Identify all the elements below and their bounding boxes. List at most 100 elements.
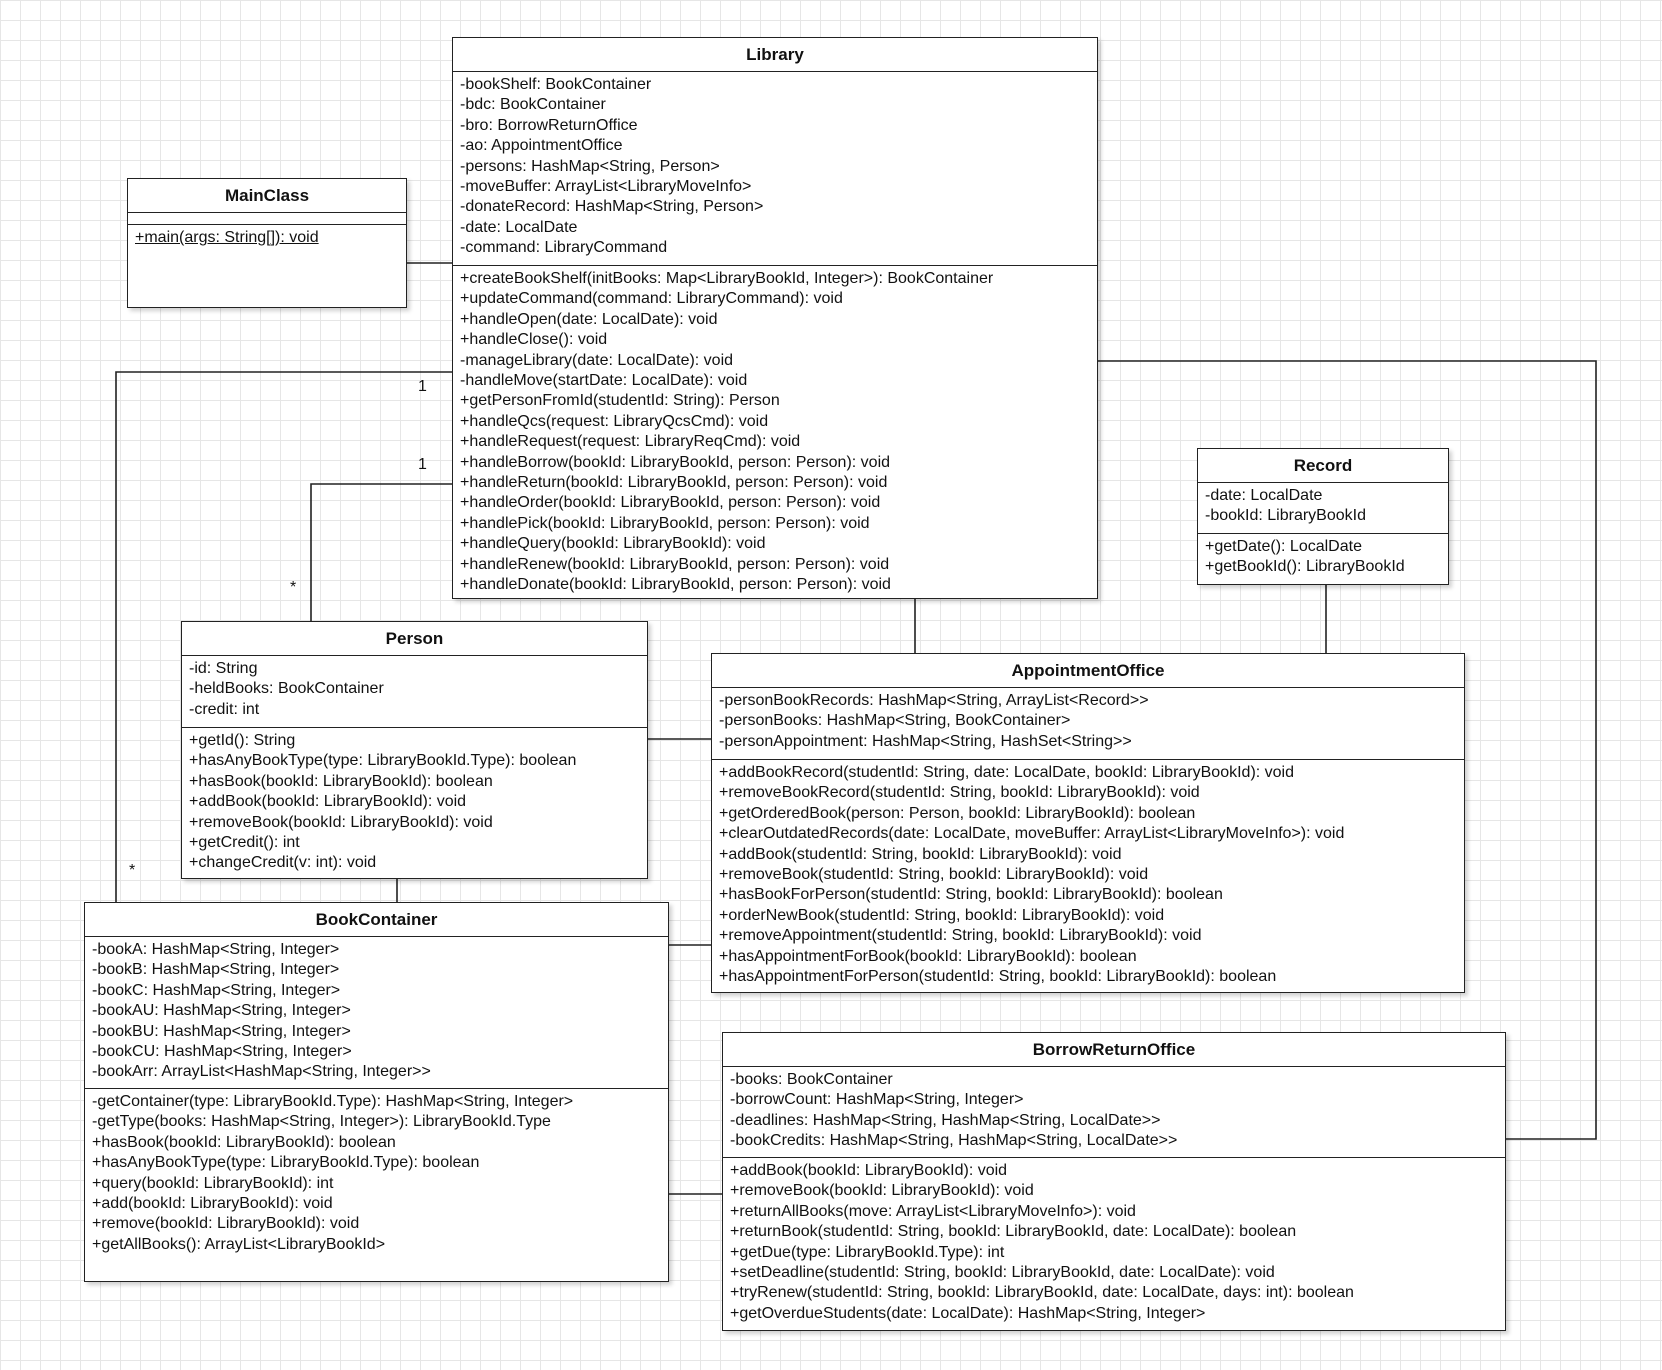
method-row: +addBook(bookId: LibraryBookId): void — [730, 1162, 1008, 1179]
method-row: +hasBook(bookId: LibraryBookId): boolean — [92, 1133, 396, 1151]
attribute-list: -bookA: HashMap<String, Integer> -bookB: … — [85, 937, 668, 1089]
attribute-row: -personAppointment: HashMap<String, Hash… — [719, 732, 1132, 750]
method-row: +main(args: String[]): void — [135, 229, 319, 246]
attribute-row: -books: BookContainer — [730, 1071, 893, 1088]
method-row: +returnAllBooks(move: ArrayList<LibraryM… — [730, 1202, 1136, 1220]
method-row: +handleQuery(bookId: LibraryBookId): voi… — [460, 535, 766, 553]
method-row: +hasAppointmentForBook(bookId: LibraryBo… — [719, 947, 1137, 965]
attribute-row: -moveBuffer: ArrayList<LibraryMoveInfo> — [460, 178, 752, 196]
attribute-row: -bookC: HashMap<String, Integer> — [92, 981, 341, 999]
attribute-row: -credit: int — [189, 700, 260, 718]
method-row: +hasBookForPerson(studentId: String, boo… — [719, 886, 1223, 904]
method-row: +add(bookId: LibraryBookId): void — [92, 1195, 333, 1213]
method-row: +handlePick(bookId: LibraryBookId, perso… — [460, 514, 870, 532]
method-list: +addBookRecord(studentId: String, date: … — [712, 760, 1464, 990]
attribute-row: -bookCU: HashMap<String, Integer> — [92, 1043, 352, 1061]
method-row: +orderNewBook(studentId: String, bookId:… — [719, 906, 1165, 924]
attribute-list: -date: LocalDate -bookId: LibraryBookId — [1198, 483, 1448, 534]
method-row: +handleRenew(bookId: LibraryBookId, pers… — [460, 555, 890, 573]
method-row: +updateCommand(command: LibraryCommand):… — [460, 290, 843, 308]
method-row: +handleOrder(bookId: LibraryBookId, pers… — [460, 494, 881, 512]
method-row: +clearOutdatedRecords(date: LocalDate, m… — [719, 825, 1345, 843]
method-row: +getDue(type: LibraryBookId.Type): int — [730, 1243, 1005, 1261]
attribute-row: -date: LocalDate — [1205, 487, 1323, 504]
attribute-row: -donateRecord: HashMap<String, Person> — [460, 198, 764, 216]
attribute-list: -books: BookContainer-borrowCount: HashM… — [723, 1067, 1505, 1158]
class-person[interactable]: Person -id: String -heldBooks: BookContai… — [181, 621, 648, 879]
multiplicity-label: * — [290, 579, 297, 596]
method-row: +changeCredit(v: int): void — [189, 854, 377, 872]
method-row: +remove(bookId: LibraryBookId): void — [92, 1215, 360, 1233]
class-borrowreturnoffice[interactable]: BorrowReturnOffice -books: BookContainer… — [722, 1032, 1506, 1331]
method-row: +addBook(studentId: String, bookId: Libr… — [719, 845, 1122, 863]
method-row: +returnBook(studentId: String, bookId: L… — [730, 1223, 1297, 1241]
attribute-row: -heldBooks: BookContainer — [189, 680, 384, 698]
library-bookcontainer-line — [115, 371, 452, 902]
method-row: +setDeadline(studentId: String, bookId: … — [730, 1264, 1275, 1282]
class-title: Record — [1198, 449, 1448, 483]
attribute-row: -persons: HashMap<String, Person> — [460, 157, 720, 175]
method-row: +getId(): String — [189, 732, 296, 749]
attribute-row: -id: String — [189, 660, 258, 677]
attribute-row: -personBookRecords: HashMap<String, Arra… — [719, 692, 1149, 709]
method-row: +removeBook(studentId: String, bookId: L… — [719, 866, 1149, 884]
class-title: BorrowReturnOffice — [723, 1033, 1505, 1067]
class-bookcontainer[interactable]: BookContainer -bookA: HashMap<String, In… — [84, 902, 669, 1282]
attribute-row: -ao: AppointmentOffice — [460, 137, 623, 155]
class-title: BookContainer — [85, 903, 668, 937]
multiplicity-label: 1 — [418, 378, 427, 395]
method-row: +getCredit(): int — [189, 834, 300, 852]
attribute-row: -personBooks: HashMap<String, BookContai… — [719, 712, 1071, 730]
method-row: -getContainer(type: LibraryBookId.Type):… — [92, 1093, 574, 1110]
attribute-row: -bookAU: HashMap<String, Integer> — [92, 1002, 351, 1020]
method-row: +removeAppointment(studentId: String, bo… — [719, 927, 1202, 945]
method-row: +createBookShelf(initBooks: Map<LibraryB… — [460, 270, 994, 287]
attribute-row: -date: LocalDate — [460, 218, 578, 236]
method-row: +getPersonFromId(studentId: String): Per… — [460, 392, 780, 410]
class-title: MainClass — [128, 179, 406, 213]
method-row: +handleClose(): void — [460, 331, 608, 349]
method-row: +tryRenew(studentId: String, bookId: Lib… — [730, 1284, 1354, 1302]
attribute-list: -id: String -heldBooks: BookContainer -cre… — [182, 656, 647, 728]
method-row: +getBookId(): LibraryBookId — [1205, 558, 1405, 576]
method-row: -getType(books: HashMap<String, Integer>… — [92, 1113, 551, 1131]
attribute-row: -bookArr: ArrayList<HashMap<String, Inte… — [92, 1063, 431, 1081]
attribute-row: -bdc: BookContainer — [460, 96, 606, 114]
attribute-row: -command: LibraryCommand — [460, 239, 668, 257]
method-row: +getAllBooks(): ArrayList<LibraryBookId> — [92, 1235, 386, 1253]
method-list: +getId(): String+hasAnyBookType(type: Li… — [182, 728, 647, 877]
class-title: Person — [182, 622, 647, 656]
attribute-list — [128, 213, 406, 225]
class-title: AppointmentOffice — [712, 654, 1464, 688]
method-row: +handleBorrow(bookId: LibraryBookId, per… — [460, 453, 891, 471]
method-list: +addBook(bookId: LibraryBookId): void +re… — [723, 1158, 1505, 1327]
attribute-row: -bro: BorrowReturnOffice — [460, 116, 638, 134]
attribute-row: -bookB: HashMap<String, Integer> — [92, 961, 340, 979]
method-row: +hasBook(bookId: LibraryBookId): boolean — [189, 772, 493, 790]
attribute-list: -bookShelf: BookContainer -bdc: BookConta… — [453, 72, 1097, 266]
class-record[interactable]: Record -date: LocalDate -bookId: LibraryB… — [1197, 448, 1449, 585]
library-person-line — [310, 483, 452, 621]
method-list: +createBookShelf(initBooks: Map<LibraryB… — [453, 266, 1097, 599]
method-row: +removeBook(bookId: LibraryBookId): void — [730, 1182, 1034, 1200]
method-row: +query(bookId: LibraryBookId): int — [92, 1174, 334, 1192]
library-borrowreturnoffice-line — [1098, 360, 1597, 1140]
method-row: +addBookRecord(studentId: String, date: … — [719, 764, 1295, 781]
method-row: +handleQcs(request: LibraryQcsCmd): void — [460, 412, 769, 430]
method-row: +handleDonate(bookId: LibraryBookId, per… — [460, 576, 891, 594]
class-appointmentoffice[interactable]: AppointmentOffice -personBookRecords: Ha… — [711, 653, 1465, 993]
class-library[interactable]: Library -bookShelf: BookContainer -bdc: B… — [452, 37, 1098, 599]
method-row: +hasAppointmentForPerson(studentId: Stri… — [719, 968, 1277, 986]
multiplicity-label: 1 — [418, 456, 427, 473]
class-title: Library — [453, 38, 1097, 72]
attribute-row: -bookShelf: BookContainer — [460, 76, 652, 93]
method-row: +handleRequest(request: LibraryReqCmd): … — [460, 433, 801, 451]
method-row: -manageLibrary(date: LocalDate): void — [460, 351, 734, 369]
method-row: +handleReturn(bookId: LibraryBookId, per… — [460, 474, 888, 492]
class-mainclass[interactable]: MainClass +main(args: String[]): void — [127, 178, 407, 308]
attribute-row: -bookId: LibraryBookId — [1205, 507, 1366, 525]
method-row: +handleOpen(date: LocalDate): void — [460, 310, 718, 328]
attribute-row: -bookA: HashMap<String, Integer> — [92, 941, 340, 958]
method-row: +removeBookRecord(studentId: String, boo… — [719, 784, 1200, 802]
